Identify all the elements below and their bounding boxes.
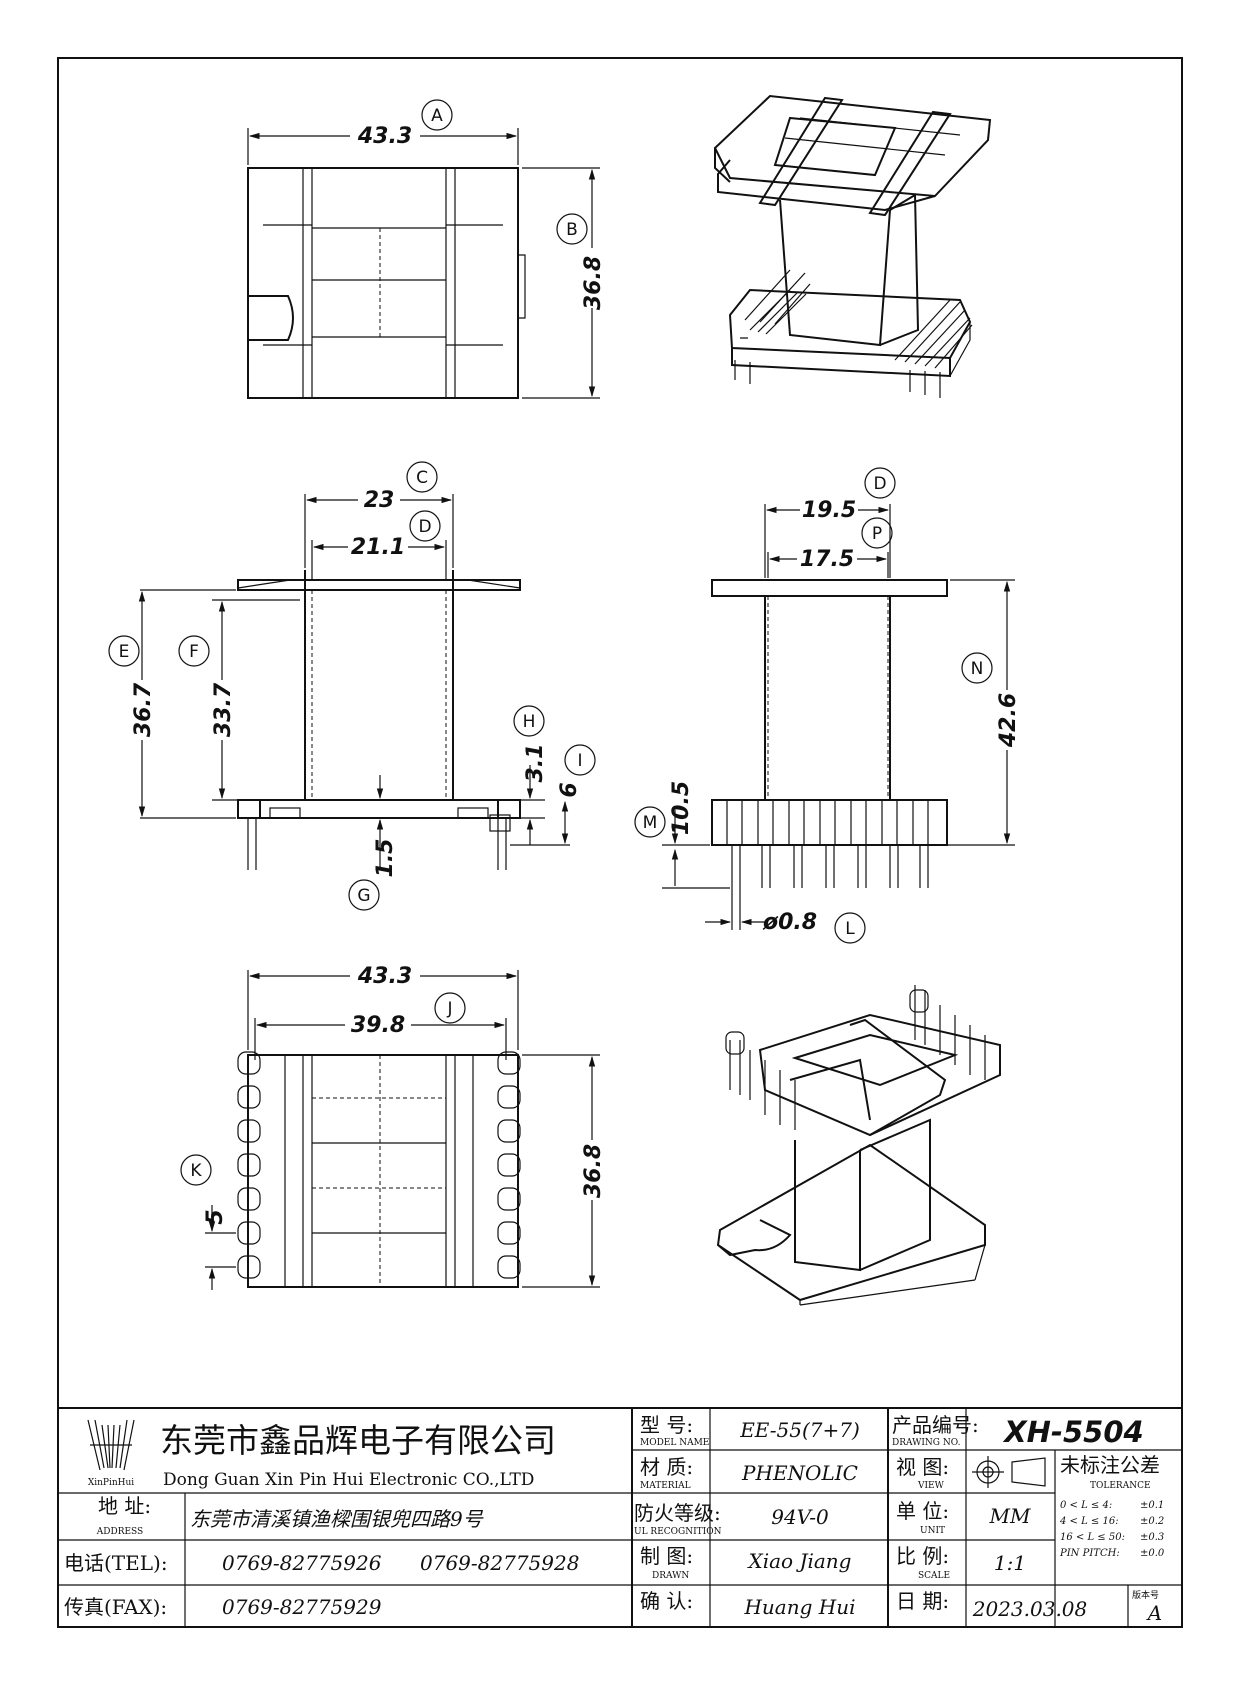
svg-text:16 < L ≤ 50:: 16 < L ≤ 50: xyxy=(1060,1532,1125,1543)
fax-value: 0769-82775929 xyxy=(222,1595,382,1619)
scale-label-en: SCALE xyxy=(918,1571,950,1581)
dim-p: 17.5 xyxy=(800,547,854,572)
version-value: A xyxy=(1146,1601,1162,1625)
view-label: 视 图: xyxy=(896,1455,949,1479)
unit-label-en: UNIT xyxy=(920,1526,945,1536)
company-logo: XinPinHui xyxy=(87,1419,135,1488)
address-label: 地 址: xyxy=(98,1494,151,1518)
iso-view-top xyxy=(713,94,992,398)
svg-text:XinPinHui: XinPinHui xyxy=(88,1478,134,1488)
tolerance-label: 未标注公差 xyxy=(1060,1453,1160,1477)
dim-e: 36.7 xyxy=(131,682,156,737)
bubble-h: H xyxy=(523,712,536,732)
tel-label: 电话(TEL): xyxy=(64,1551,168,1575)
version-label: 版本号 xyxy=(1132,1589,1159,1601)
iso-view-bottom xyxy=(716,985,1001,1306)
material-label: 材 质: xyxy=(640,1455,693,1479)
fax-label: 传真(FAX): xyxy=(64,1595,167,1619)
scale-label: 比 例: xyxy=(896,1544,949,1568)
svg-text:0 < L ≤ 4:: 0 < L ≤ 4: xyxy=(1060,1500,1112,1511)
sheet-border xyxy=(57,57,1183,1628)
title-block: XinPinHui 东莞市鑫品辉电子有限公司 Dong Guan Xin Pin… xyxy=(58,1407,1182,1627)
bubble-f: F xyxy=(189,642,199,662)
confirm-value: Huang Hui xyxy=(743,1595,855,1619)
bubble-b: B xyxy=(566,220,578,240)
bubble-l: L xyxy=(845,919,855,939)
bubble-n: N xyxy=(971,659,984,679)
drawn-label-en: DRAWN xyxy=(652,1571,689,1581)
date-label: 日 期: xyxy=(896,1589,949,1613)
top-view: 43.3 A 36.8 B xyxy=(247,99,606,399)
bubble-g: G xyxy=(357,886,370,906)
view-label-en: VIEW xyxy=(917,1481,945,1491)
dim-m: 10.5 xyxy=(669,781,694,835)
ul-label-en: UL RECOGNITION xyxy=(634,1527,722,1537)
address-label-en: ADDRESS xyxy=(96,1527,143,1537)
svg-text:±0.3: ±0.3 xyxy=(1140,1532,1164,1543)
svg-text:±0.0: ±0.0 xyxy=(1140,1548,1165,1559)
bubble-m: M xyxy=(643,813,658,833)
dim-f: 33.7 xyxy=(211,682,236,737)
drawing-no-label: 产品编号: xyxy=(892,1413,979,1437)
model-value: EE-55(7+7) xyxy=(739,1418,860,1442)
bubble-d: D xyxy=(418,517,431,537)
dim-b2: 36.8 xyxy=(581,1144,606,1198)
address-value: 东莞市清溪镇渔樑围银兜四路9号 xyxy=(190,1507,484,1531)
ul-label: 防火等级: xyxy=(634,1501,721,1525)
tel-value-2: 0769-82775928 xyxy=(420,1551,579,1575)
bottom-view: 43.3 39.8 J 36.8 5 K xyxy=(180,964,606,1290)
front-view: 23 C 21.1 D 36.7 E 33.7 F 1.5 G 3.1 xyxy=(108,461,596,911)
svg-text:PIN PITCH:: PIN PITCH: xyxy=(1059,1548,1120,1559)
dim-a: 43.3 xyxy=(357,124,412,149)
dim-j: 39.8 xyxy=(351,1013,405,1038)
confirm-label: 确 认: xyxy=(640,1589,693,1613)
dim-n: 42.6 xyxy=(996,693,1021,748)
scale-value: 1:1 xyxy=(994,1551,1026,1575)
dim-a2: 43.3 xyxy=(357,964,412,989)
drawing-no-label-en: DRAWING NO. xyxy=(892,1438,961,1448)
bubble-a: A xyxy=(431,106,443,126)
bubble-j: J xyxy=(446,999,452,1019)
side-view: 19.5 D 17.5 P 42.6 N 10.5 M ø0.8 L xyxy=(634,467,1021,944)
svg-text:±0.2: ±0.2 xyxy=(1140,1516,1164,1527)
model-label-en: MODEL NAME xyxy=(640,1438,709,1448)
bubble-i: I xyxy=(577,751,582,771)
unit-value: MM xyxy=(989,1504,1031,1528)
bubble-d2: D xyxy=(873,474,886,494)
company-name-en: Dong Guan Xin Pin Hui Electronic CO.,LTD xyxy=(163,1470,534,1490)
unit-label: 单 位: xyxy=(896,1499,949,1523)
dim-l: ø0.8 xyxy=(762,910,817,935)
model-label: 型 号: xyxy=(640,1413,693,1437)
dim-i: 6 xyxy=(557,782,582,797)
dim-d: 21.1 xyxy=(351,535,405,560)
bubble-k: K xyxy=(190,1161,202,1181)
dim-b: 36.8 xyxy=(581,256,606,310)
material-label-en: MATERIAL xyxy=(640,1481,691,1491)
bubble-e: E xyxy=(119,642,130,662)
tolerance-label-en: TOLERANCE xyxy=(1090,1481,1151,1491)
ul-value: 94V-0 xyxy=(771,1505,829,1529)
company-name-cn: 东莞市鑫品辉电子有限公司 xyxy=(160,1421,556,1460)
projection-symbol-icon xyxy=(972,1456,1046,1488)
dim-k: 5 xyxy=(203,1209,228,1224)
dim-c: 23 xyxy=(364,488,395,513)
date-value: 2023.03.08 xyxy=(972,1597,1088,1621)
drawing-no-value: XH-5504 xyxy=(1002,1415,1143,1449)
tolerance-table: 0 < L ≤ 4: ±0.1 4 < L ≤ 16: ±0.2 16 < L … xyxy=(1059,1500,1165,1559)
tel-value-1: 0769-82775926 xyxy=(222,1551,382,1575)
bubble-c: C xyxy=(416,468,428,488)
dim-g: 1.5 xyxy=(373,839,398,878)
bubble-p: P xyxy=(872,524,882,544)
material-value: PHENOLIC xyxy=(741,1461,858,1485)
svg-text:±0.1: ±0.1 xyxy=(1140,1500,1164,1511)
dim-h: 3.1 xyxy=(523,744,548,783)
drawn-label: 制 图: xyxy=(640,1544,693,1568)
dim-d2: 19.5 xyxy=(802,498,856,523)
drawn-value: Xiao Jiang xyxy=(747,1549,852,1573)
svg-text:4 < L ≤ 16:: 4 < L ≤ 16: xyxy=(1059,1516,1119,1527)
